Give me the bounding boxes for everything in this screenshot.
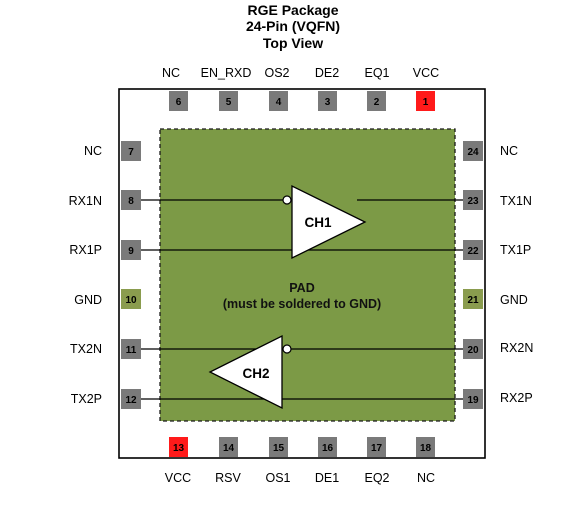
pin-label: RX1N [69, 194, 102, 208]
pin-label: OS1 [265, 471, 290, 485]
pad-note: (must be soldered to GND) [223, 297, 381, 311]
pin-label: TX1P [500, 243, 531, 257]
pin-label: OS2 [264, 66, 289, 80]
pin-label: EN_RXD [201, 66, 252, 80]
pin-12: 12 TX2P [71, 389, 141, 409]
pin-15: 15 OS1 [265, 437, 291, 485]
pin-number: 23 [467, 196, 479, 207]
pin-label: GND [74, 293, 102, 307]
pin-number: 2 [374, 97, 380, 108]
pin-number: 8 [128, 196, 134, 207]
pin-14: 14 RSV [215, 437, 242, 485]
title-line-1: RGE Package [247, 2, 338, 18]
pin-5: 5 EN_RXD [201, 66, 252, 111]
pin-number: 14 [223, 443, 235, 454]
pin-label: NC [417, 471, 435, 485]
pin-number: 11 [126, 345, 137, 356]
pin-number: 3 [325, 97, 331, 108]
pin-23: 23 TX1N [463, 190, 532, 210]
pin-number: 18 [420, 443, 432, 454]
pin-label: RSV [215, 471, 241, 485]
pin-19: 19 RX2P [463, 389, 533, 409]
pin-24: 24 NC [463, 141, 518, 161]
pin-9: 9 RX1P [69, 240, 141, 260]
ch2-label: CH2 [242, 366, 269, 381]
pin-2: 2 EQ1 [364, 66, 390, 111]
pin-number: 24 [467, 147, 479, 158]
pin-label: NC [84, 144, 102, 158]
pin-number: 4 [276, 97, 282, 108]
pin-number: 13 [173, 443, 185, 454]
pin-number: 19 [467, 395, 479, 406]
pin-6: 6 NC [162, 66, 188, 111]
ch2-buffer-triangle [208, 334, 283, 410]
pin-number: 22 [467, 246, 479, 257]
pin-7: 7 NC [84, 141, 141, 161]
pin-number: 7 [128, 147, 134, 158]
pin-11: 11 TX2N [70, 339, 141, 359]
pin-21: 21 GND [463, 289, 528, 309]
pin-20: 20 RX2N [463, 339, 533, 359]
pin-22: 22 TX1P [463, 240, 531, 260]
pin-label: EQ1 [364, 66, 389, 80]
pin-10: 10 GND [74, 289, 141, 309]
ch1-label: CH1 [304, 215, 331, 230]
pin-number: 12 [125, 395, 137, 406]
pin-label: GND [500, 293, 528, 307]
pin-number: 21 [467, 295, 479, 306]
pin-label: TX2P [71, 392, 102, 406]
pin-3: 3 DE2 [315, 66, 339, 111]
pin-label: RX1P [69, 243, 102, 257]
pin-8: 8 RX1N [69, 190, 141, 210]
pin-label: TX2N [70, 342, 102, 356]
pin-label: RX2N [500, 341, 533, 355]
ch1-inverting-bubble [282, 195, 292, 205]
ch2-inverting-bubble [282, 344, 292, 354]
pin-13: 13 VCC [165, 437, 191, 485]
pin-label: RX2P [500, 391, 533, 405]
pin-4: 4 OS2 [264, 66, 290, 111]
pin-number: 16 [322, 443, 334, 454]
pin-label: EQ2 [364, 471, 389, 485]
pin-number: 1 [423, 97, 429, 108]
pin-label: VCC [413, 66, 439, 80]
pin-label: NC [500, 144, 518, 158]
pin-16: 16 DE1 [315, 437, 339, 485]
pin-number: 20 [467, 345, 479, 356]
pin-number: 6 [176, 97, 182, 108]
pin-label: NC [162, 66, 180, 80]
pin-number: 15 [273, 443, 285, 454]
pin-label: TX1N [500, 194, 532, 208]
pin-1: 1 VCC [413, 66, 439, 111]
pad-label: PAD [289, 281, 314, 295]
pin-number: 9 [128, 246, 134, 257]
ch1-buffer-triangle [291, 184, 367, 260]
pin-17: 17 EQ2 [364, 437, 390, 485]
pin-number: 17 [371, 443, 383, 454]
pin-label: VCC [165, 471, 191, 485]
pin-label: DE1 [315, 471, 339, 485]
pin-18: 18 NC [416, 437, 435, 485]
pin-number: 10 [125, 295, 137, 306]
title-line-3: Top View [263, 35, 323, 51]
pin-number: 5 [226, 97, 232, 108]
thermal-pad [159, 128, 456, 422]
pin-label: DE2 [315, 66, 339, 80]
title-line-2: 24-Pin (VQFN) [246, 18, 340, 34]
